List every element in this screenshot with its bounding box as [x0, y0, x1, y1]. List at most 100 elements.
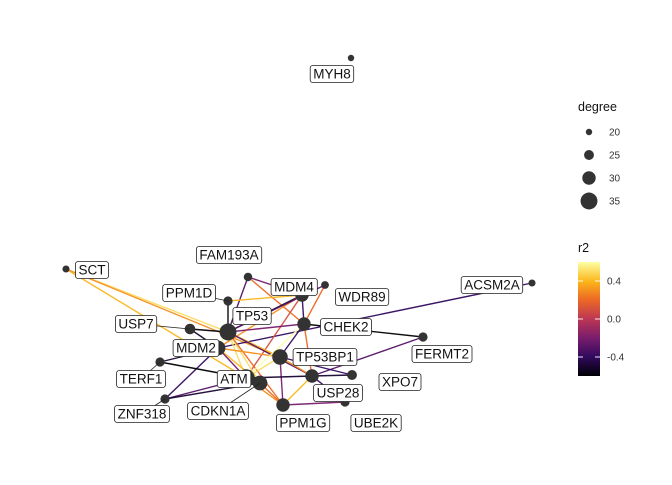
label-ube2k: UBE2K [350, 414, 402, 432]
node-sct [62, 265, 70, 273]
label-text-ppm1d: PPM1D [166, 286, 213, 301]
edge-tp53-chek2 [227, 323, 305, 333]
label-acsm2a: ACSM2A [460, 276, 524, 294]
label-text-znf318: ZNF318 [118, 407, 167, 422]
r2-legend-title: r2 [578, 241, 589, 255]
label-text-fermt2: FERMT2 [415, 347, 469, 362]
label-chek2: CHEK2 [320, 318, 372, 336]
label-tp53: TP53 [232, 307, 272, 325]
label-ppm1g: PPM1G [275, 414, 331, 432]
edge-usp28-ppm1g [282, 375, 313, 406]
edge-fam193a-chek2 [247, 276, 305, 325]
r2-legend: r2 0.4 0.0 -0.4 [578, 241, 625, 376]
edge-ppm1g-ube2k [282, 401, 346, 406]
label-tp53bp1: TP53BP1 [292, 348, 358, 366]
label-box-ppm1g [275, 414, 331, 432]
label-text-cdkn1a: CDKN1A [191, 404, 246, 419]
label-znf318: ZNF318 [114, 398, 170, 423]
label-box-xpo7 [378, 373, 422, 391]
node-fam193a [243, 272, 253, 282]
node-tp53 [219, 323, 237, 341]
label-text-tp53: TP53 [236, 309, 268, 324]
label-box-usp7 [115, 315, 158, 333]
node-myh8 [347, 54, 355, 62]
degree-legend-label-25: 25 [609, 151, 621, 162]
r2-tick-label: -0.4 [607, 353, 625, 364]
edge-wdr89-chek2 [303, 284, 326, 325]
label-box-atm [216, 370, 252, 388]
label-mdm4: MDM4 [270, 278, 318, 296]
label-ppm1d: PPM1D [162, 284, 229, 302]
label-atm: ATM [216, 370, 252, 388]
label-terf1: TERF1 [116, 361, 166, 388]
label-text-terf1: TERF1 [120, 372, 163, 387]
degree-legend-label-20: 20 [609, 128, 621, 139]
r2-tick-label: 0.4 [607, 277, 621, 288]
degree-legend-title: degree [578, 100, 617, 114]
label-xpo7: XPO7 [378, 373, 422, 391]
label-fam193a: FAM193A [195, 246, 263, 264]
label-box-fermt2 [411, 345, 473, 363]
node-tp53bp1 [272, 349, 288, 365]
node-usp28 [305, 369, 319, 383]
edge-ppm1d-mdm4 [227, 294, 303, 302]
label-box-tp53bp1 [292, 348, 358, 366]
edge-chek2-atm [245, 323, 305, 379]
label-text-wdr89: WDR89 [338, 290, 385, 305]
label-text-myh8: MYH8 [313, 67, 351, 82]
degree-legend-dot-30 [582, 171, 596, 185]
edge-mdm4-atm [245, 294, 303, 379]
label-cdkn1a: CDKN1A [187, 382, 261, 420]
edge-fam193a-tp53 [227, 276, 249, 333]
label-box-mdm4 [270, 278, 318, 296]
label-text-acsm2a: ACSM2A [464, 278, 520, 293]
node-acsm2a [528, 279, 536, 287]
degree-legend-label-30: 30 [609, 174, 621, 185]
node-ppm1g [276, 398, 290, 412]
edge-tp53-cdkn1a [227, 331, 261, 384]
label-fermt2: FERMT2 [411, 345, 473, 363]
label-box-myh8 [309, 65, 355, 83]
label-box-mdm2 [172, 339, 220, 357]
label-box-usp28 [313, 384, 363, 402]
edge-tp53-usp28 [227, 331, 313, 377]
label-box-chek2 [320, 318, 372, 336]
label-sct: SCT [75, 261, 109, 279]
label-text-xpo7: XPO7 [382, 375, 418, 390]
label-text-sct: SCT [79, 263, 106, 278]
label-box-cdkn1a [187, 402, 249, 420]
label-box-wdr89 [334, 288, 390, 306]
label-box-ppm1d [162, 284, 216, 302]
label-box-fam193a [195, 246, 263, 264]
label-myh8: MYH8 [309, 65, 355, 83]
label-text-ube2k: UBE2K [354, 416, 398, 431]
label-text-mdm4: MDM4 [274, 280, 314, 295]
edge-tp53bp1-ppm1g [279, 356, 284, 406]
label-text-tp53bp1: TP53BP1 [296, 350, 354, 365]
label-wdr89: WDR89 [334, 288, 390, 306]
label-mdm2: MDM2 [172, 339, 220, 357]
label-box-tp53 [232, 307, 272, 325]
node-xpo7 [347, 370, 357, 380]
label-text-usp7: USP7 [118, 317, 153, 332]
label-box-sct [75, 261, 109, 279]
degree-legend-dot-35 [580, 192, 598, 210]
label-box-acsm2a [460, 276, 524, 294]
label-text-fam193a: FAM193A [199, 248, 258, 263]
label-usp7: USP7 [115, 315, 191, 333]
label-box-ube2k [350, 414, 402, 432]
label-box-znf318 [114, 405, 170, 423]
edge-xpo7-tp53bp1 [279, 356, 353, 376]
label-box-terf1 [116, 370, 166, 388]
node-wdr89 [321, 281, 329, 289]
label-text-atm: ATM [220, 372, 248, 387]
node-chek2 [297, 317, 311, 331]
label-text-mdm2: MDM2 [176, 341, 216, 356]
degree-legend-dot-20 [585, 128, 593, 136]
r2-tick-label: 0.0 [607, 315, 621, 326]
node-fermt2 [418, 332, 428, 342]
